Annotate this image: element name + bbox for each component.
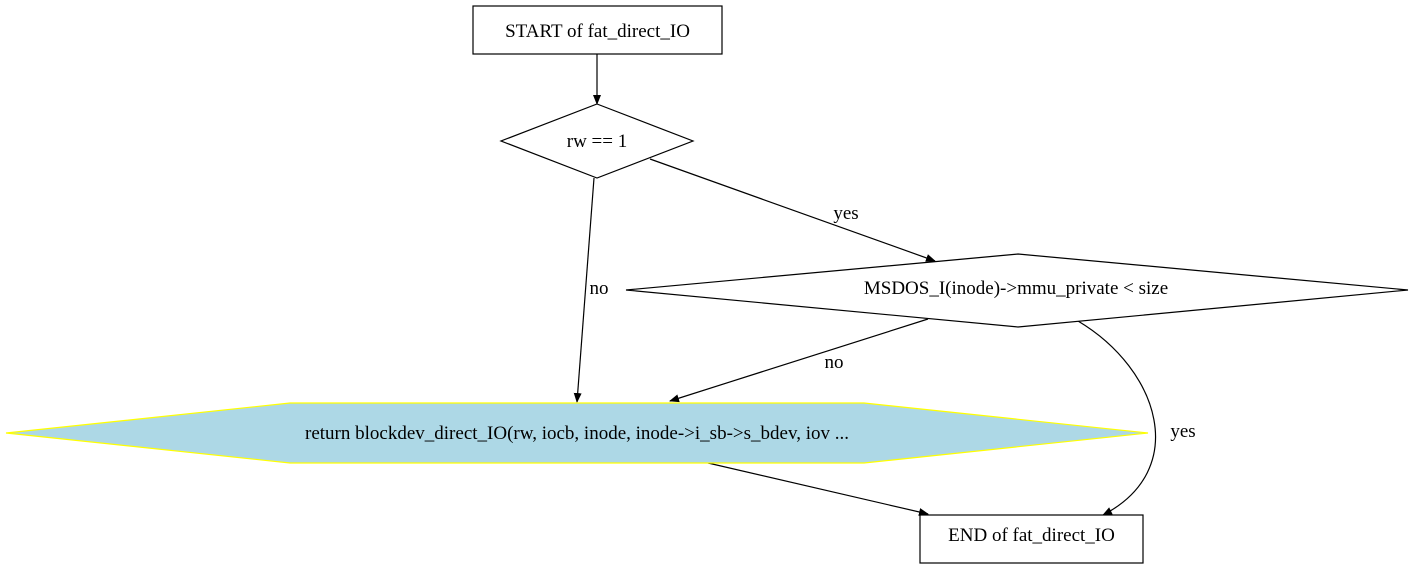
edge-return-to-end: [707, 462, 929, 516]
node-return-label: return blockdev_direct_IO(rw, iocb, inod…: [305, 423, 849, 444]
node-start-label: START of fat_direct_IO: [505, 21, 690, 42]
edge-label-rw-yes: yes: [833, 203, 858, 224]
node-start: START of fat_direct_IO: [472, 5, 723, 55]
node-end-label: END of fat_direct_IO: [948, 525, 1115, 546]
node-return: return blockdev_direct_IO(rw, iocb, inod…: [5, 402, 1149, 464]
node-condition-rw-label: rw == 1: [567, 131, 627, 152]
node-condition-mmu: MSDOS_I(inode)->mmu_private < size: [625, 253, 1409, 328]
node-end: END of fat_direct_IO: [919, 514, 1144, 564]
edge-mmu-no: no: [669, 318, 929, 403]
edge-mmu-yes: yes: [1077, 320, 1196, 516]
node-condition-rw: rw == 1: [499, 103, 695, 179]
edge-label-mmu-no: no: [825, 352, 844, 373]
edge-rw-yes: yes: [649, 158, 936, 262]
edge-label-rw-no: no: [590, 278, 609, 299]
node-condition-mmu-label: MSDOS_I(inode)->mmu_private < size: [864, 278, 1168, 299]
edge-label-mmu-yes: yes: [1170, 421, 1195, 442]
edge-rw-no: no: [573, 177, 609, 403]
